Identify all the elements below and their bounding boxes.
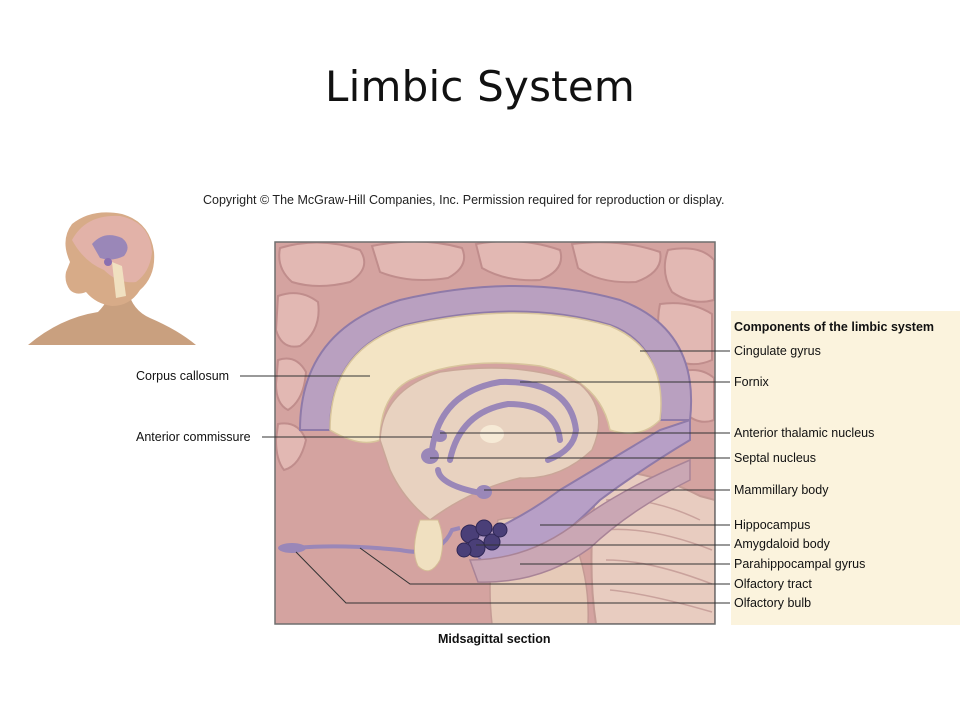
amygdaloid-body-shape bbox=[456, 519, 508, 558]
slide-title: Limbic System bbox=[325, 62, 635, 111]
label-septal-nucleus: Septal nucleus bbox=[734, 451, 817, 465]
label-cingulate-gyrus: Cingulate gyrus bbox=[734, 344, 821, 358]
label-fornix: Fornix bbox=[734, 375, 769, 389]
label-hippocampus: Hippocampus bbox=[734, 518, 811, 532]
leader-olfactory-bulb bbox=[295, 551, 730, 604]
label-corpus-callosum: Corpus callosum bbox=[136, 369, 230, 383]
leader-olfactory-tract bbox=[359, 547, 730, 585]
label-anterior-commissure: Anterior commissure bbox=[136, 430, 251, 444]
copyright-notice: Copyright © The McGraw-Hill Companies, I… bbox=[203, 193, 725, 207]
legend-panel bbox=[731, 311, 960, 625]
label-olfactory-tract: Olfactory tract bbox=[734, 577, 812, 591]
head-figure bbox=[28, 212, 196, 345]
label-anterior-thalamic-nucleus: Anterior thalamic nucleus bbox=[734, 426, 875, 440]
label-mammillary-body: Mammillary body bbox=[734, 483, 829, 497]
olfactory-structures bbox=[278, 519, 461, 572]
label-olfactory-bulb: Olfactory bulb bbox=[734, 596, 812, 610]
cortex-gyri bbox=[275, 242, 715, 472]
figure-caption: Midsagittal section bbox=[438, 632, 551, 646]
label-parahippocampal-gyrus: Parahippocampal gyrus bbox=[734, 557, 866, 571]
septal-and-thalamic-structures bbox=[421, 430, 492, 499]
hippocampus-shape bbox=[468, 418, 691, 583]
label-amygdaloid-body: Amygdaloid body bbox=[734, 537, 830, 551]
legend-title: Components of the limbic system bbox=[734, 320, 935, 334]
